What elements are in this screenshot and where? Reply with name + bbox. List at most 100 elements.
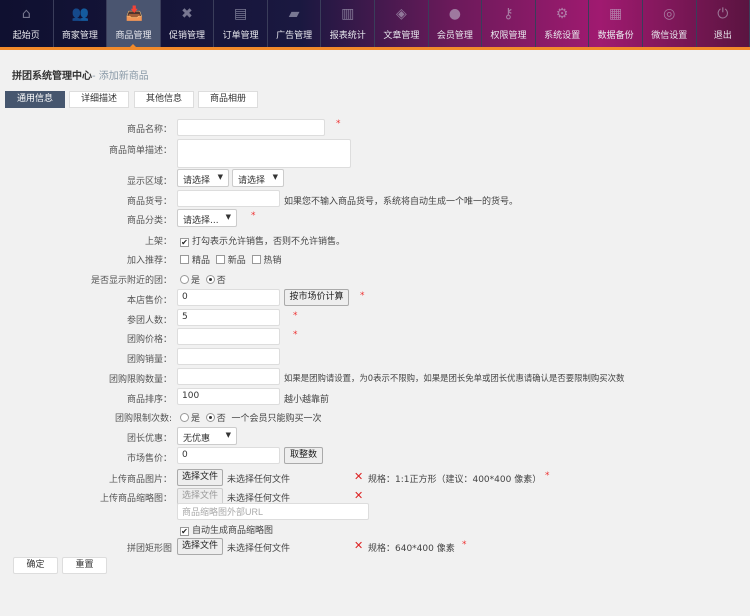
nearby-yes-radio[interactable] bbox=[180, 275, 189, 284]
tab-general[interactable]: 通用信息 bbox=[5, 91, 65, 108]
nearby-options: 是 否 bbox=[180, 273, 226, 286]
limit-times-options: 是 否 一个会员只能购买一次 bbox=[180, 411, 322, 424]
submit-button[interactable]: 确定 bbox=[13, 557, 58, 574]
dropdown-arrow-icon: ▼ bbox=[217, 173, 223, 181]
nav-item-7[interactable]: ◈文章管理 bbox=[375, 0, 429, 47]
nav-accent-line bbox=[0, 47, 750, 50]
rect-label: 拼团矩形图 bbox=[126, 544, 172, 554]
recommend-best-checkbox[interactable] bbox=[180, 255, 189, 264]
market-price-input[interactable]: 0 bbox=[177, 447, 280, 464]
nav-label: 系统设置 bbox=[544, 31, 581, 41]
area-select-1[interactable]: 请选择 ▼ bbox=[177, 169, 229, 187]
area-select-1-value: 请选择 bbox=[183, 176, 211, 186]
database-icon: ▦ bbox=[609, 6, 623, 22]
area-label: 显示区域： bbox=[126, 177, 172, 187]
auto-thumb-field: ✔自动生成商品缩略图 bbox=[180, 523, 273, 536]
nav-item-6[interactable]: ▥ 报表统计 bbox=[321, 0, 376, 47]
dropdown-arrow-icon: ▼ bbox=[225, 213, 231, 221]
area-select-2-value: 请选择 bbox=[238, 176, 266, 186]
breadcrumb: 拼团系统管理中心- 添加新商品 bbox=[12, 67, 149, 82]
tab-other[interactable]: 其他信息 bbox=[134, 91, 194, 108]
image-file-status: 未选择任何文件 bbox=[227, 475, 291, 485]
key-icon: ⚷ bbox=[503, 6, 514, 22]
clear-x-icon[interactable]: ✕ bbox=[354, 489, 364, 502]
option-label: 热销 bbox=[263, 256, 282, 266]
percent-icon: ✖ bbox=[181, 6, 193, 22]
power-icon: ⏻ bbox=[717, 6, 729, 22]
brief-textarea[interactable] bbox=[177, 139, 351, 168]
thumb-url-input[interactable] bbox=[177, 503, 369, 520]
group-price-input[interactable] bbox=[177, 328, 280, 345]
nav-item-4[interactable]: ▤订单管理 bbox=[214, 0, 268, 47]
leader-label: 团长优惠： bbox=[126, 434, 172, 444]
reset-button[interactable]: 重置 bbox=[62, 557, 107, 574]
limit-times-hint: 一个会员只能购买一次 bbox=[231, 414, 322, 424]
nearby-no-radio[interactable] bbox=[205, 275, 215, 284]
option-label: 精品 bbox=[192, 256, 211, 266]
option-label: 是 bbox=[191, 414, 201, 424]
nav-item-0[interactable]: ⌂起始页 bbox=[0, 0, 54, 47]
recommend-new-checkbox[interactable] bbox=[215, 255, 225, 264]
auto-thumb-checkbox[interactable]: ✔ bbox=[180, 527, 189, 536]
recommend-label: 加入推荐： bbox=[126, 256, 172, 266]
group-sales-input[interactable] bbox=[177, 348, 280, 365]
sn-input[interactable] bbox=[177, 190, 280, 207]
wechat-icon: ◎ bbox=[663, 6, 676, 22]
nav-label: 促销管理 bbox=[169, 31, 206, 41]
ad-icon: ▰ bbox=[288, 6, 300, 22]
calc-by-market-button[interactable]: 按市场价计算 bbox=[284, 289, 349, 306]
area-select-2[interactable]: 请选择▼ bbox=[232, 169, 284, 187]
limit-times-no-radio[interactable] bbox=[205, 413, 215, 422]
nav-label: 数据备份 bbox=[597, 31, 634, 41]
onsale-label: 上架： bbox=[144, 237, 172, 247]
nav-item-8[interactable]: ●会员管理 bbox=[429, 0, 483, 47]
bar-chart-icon: ▥ bbox=[341, 6, 355, 22]
nav-item-2[interactable]: 📥商品管理 bbox=[107, 0, 161, 48]
tab-detail[interactable]: 详细描述 bbox=[69, 91, 129, 108]
round-button[interactable]: 取整数 bbox=[284, 447, 323, 464]
image-spec: 规格：1:1正方形（建议：400*400 像素） bbox=[368, 475, 542, 485]
category-select-value: 请选择... bbox=[183, 216, 219, 226]
rect-spec: 规格：640*400 像素 bbox=[368, 544, 455, 554]
tab-gallery[interactable]: 商品相册 bbox=[198, 91, 258, 108]
group-num-input[interactable]: 5 bbox=[177, 309, 280, 326]
nav-item-9[interactable]: ⚷权限管理 bbox=[482, 0, 536, 47]
rect-file-button[interactable]: 选择文件 bbox=[177, 538, 223, 555]
shop-price-input[interactable]: 0 bbox=[177, 289, 280, 306]
recommend-hot-checkbox[interactable] bbox=[251, 255, 261, 264]
home-icon: ⌂ bbox=[21, 6, 31, 22]
name-input[interactable] bbox=[177, 119, 325, 136]
leader-discount-select[interactable]: 无优惠▼ bbox=[177, 427, 237, 445]
category-select[interactable]: 请选择... ▼ bbox=[177, 209, 237, 227]
nav-item-11[interactable]: ▦ 数据备份 bbox=[589, 0, 643, 47]
nav-item-5[interactable]: ▰ 广告管理 bbox=[268, 0, 322, 47]
limit-times-yes-radio[interactable] bbox=[180, 413, 189, 422]
breadcrumb-main: 拼团系统管理中心 bbox=[12, 71, 92, 82]
required-mark: * bbox=[293, 330, 298, 340]
gear-icon: ⚙ bbox=[555, 6, 569, 22]
sn-hint: 如果您不输入商品货号，系统将自动生成一个唯一的货号。 bbox=[284, 197, 519, 207]
image-file-button[interactable]: 选择文件 bbox=[177, 469, 223, 486]
limit-num-input[interactable] bbox=[177, 368, 280, 385]
user-icon: ● bbox=[448, 6, 462, 22]
category-label: 商品分类： bbox=[126, 216, 172, 226]
onsale-checkbox[interactable]: ✔ bbox=[180, 238, 189, 247]
layers-icon: ◈ bbox=[395, 6, 407, 22]
clear-x-icon[interactable]: ✕ bbox=[354, 539, 364, 552]
required-mark: * bbox=[360, 291, 365, 301]
nav-item-12[interactable]: ◎微信设置 bbox=[643, 0, 697, 47]
nav-item-1[interactable]: 👥商家管理 bbox=[54, 0, 108, 47]
sort-input[interactable]: 100 bbox=[177, 388, 280, 405]
onsale-field: ✔打勾表示允许销售，否则不允许销售。 bbox=[180, 234, 345, 247]
clear-x-icon[interactable]: ✕ bbox=[354, 470, 364, 483]
limit-num-label: 团购限购数量： bbox=[108, 375, 172, 385]
dropdown-arrow-icon: ▼ bbox=[225, 431, 231, 439]
nav-item-13[interactable]: ⏻退出 bbox=[697, 0, 750, 47]
nav-item-10[interactable]: ⚙ 系统设置 bbox=[536, 0, 590, 47]
nav-label: 报表统计 bbox=[329, 31, 366, 41]
recommend-options: 精品 新品 热销 bbox=[180, 253, 282, 266]
nav-label: 广告管理 bbox=[276, 31, 313, 41]
nav-item-3[interactable]: ✖ 促销管理 bbox=[161, 0, 215, 47]
nav-label: 商品管理 bbox=[115, 31, 152, 41]
market-price-label: 市场售价： bbox=[126, 454, 172, 464]
